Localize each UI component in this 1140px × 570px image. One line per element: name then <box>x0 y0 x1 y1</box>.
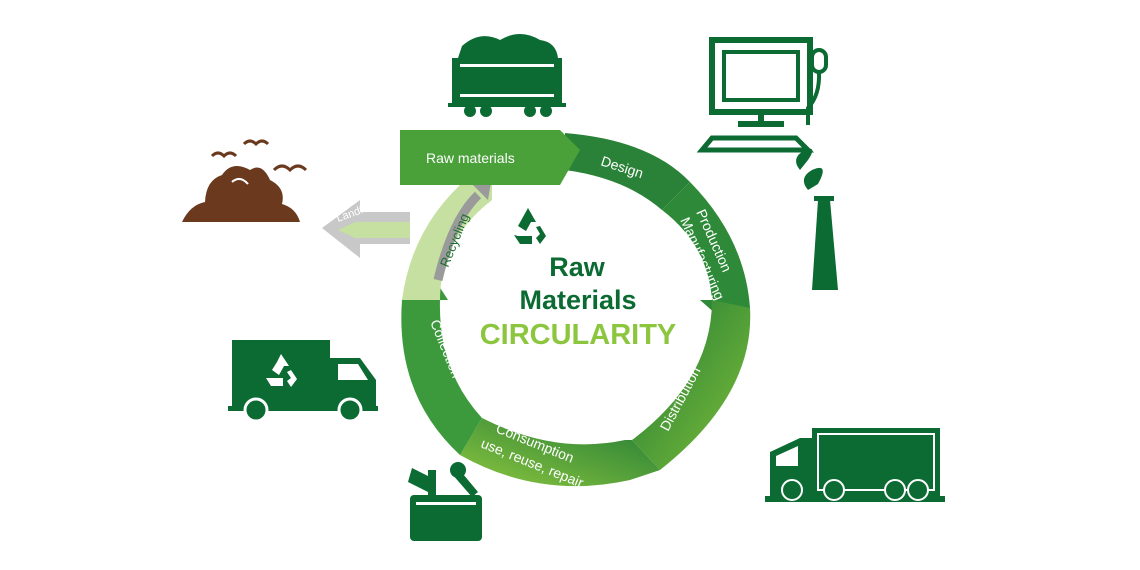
cycle-ring <box>400 130 751 487</box>
arrow-collection <box>401 272 482 455</box>
landfill-icon <box>182 139 308 222</box>
recycling-inner-arrow <box>433 191 482 282</box>
arrow-consumption <box>460 418 660 487</box>
factory-chimney-icon <box>796 148 838 290</box>
arrow-design <box>565 133 690 210</box>
arrow-production <box>662 182 750 322</box>
arrow-distribution <box>632 300 751 470</box>
mine-cart-icon <box>448 34 566 117</box>
arrow-raw-materials <box>400 130 580 185</box>
center-title-materials: Materials <box>519 285 636 315</box>
center-title-circularity: CIRCULARITY <box>480 319 677 351</box>
label-raw-materials: Raw materials <box>426 150 515 166</box>
landfill-arrow <box>322 200 410 258</box>
computer-icon <box>696 37 828 153</box>
toolbox-icon <box>408 462 482 541</box>
recycle-symbol-icon <box>514 208 546 244</box>
truck-icon <box>765 428 945 502</box>
center-title-raw: Raw <box>549 252 606 282</box>
recycling-truck-icon <box>228 340 378 423</box>
